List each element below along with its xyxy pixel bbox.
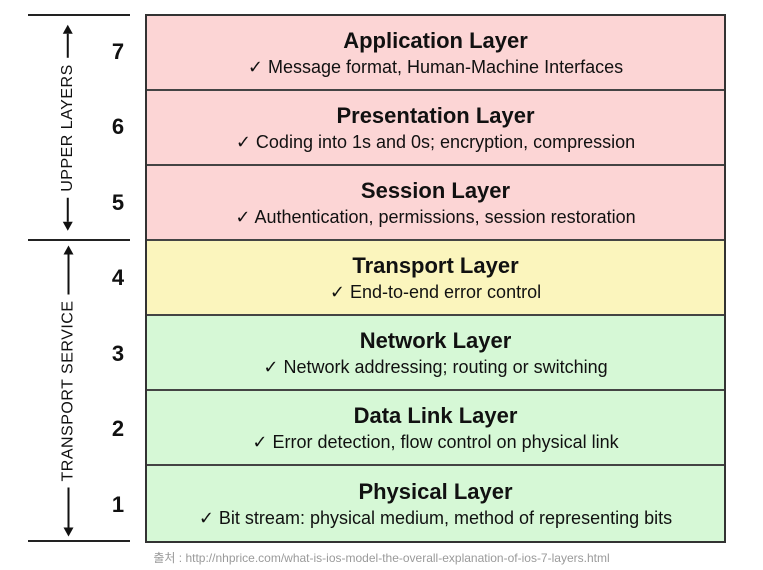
layer-description: ✓ Coding into 1s and 0s; encryption, com… bbox=[235, 131, 636, 152]
transport-service-label: TRANSPORT SERVICE bbox=[59, 300, 76, 481]
upper-layers-bracket: UPPER LAYERS bbox=[48, 18, 88, 237]
upper-layers-label: UPPER LAYERS bbox=[59, 63, 76, 192]
layer-number-2: 2 bbox=[111, 416, 125, 441]
network-layer: Network Layer ✓ Network addressing; rout… bbox=[147, 316, 724, 391]
arrow-line bbox=[67, 487, 69, 527]
layer-title: Transport Layer bbox=[352, 252, 519, 278]
physical-layer: Physical Layer ✓ Bit stream: physical me… bbox=[147, 466, 724, 541]
layer-title: Data Link Layer bbox=[353, 402, 518, 428]
layer-description: ✓ End-to-end error control bbox=[329, 281, 542, 302]
osi-layer-stack: Application Layer ✓ Message format, Huma… bbox=[145, 14, 726, 543]
layer-description: ✓ Message format, Human-Machine Interfac… bbox=[247, 56, 624, 77]
layer-number-6: 6 bbox=[111, 114, 125, 139]
session-layer: Session Layer ✓ Authentication, permissi… bbox=[147, 166, 724, 241]
layer-number-1: 1 bbox=[111, 492, 125, 517]
layer-title: Application Layer bbox=[343, 27, 528, 53]
arrow-head-down-icon bbox=[63, 527, 73, 536]
layer-title: Session Layer bbox=[360, 177, 511, 203]
layer-description: ✓ Network addressing; routing or switchi… bbox=[263, 356, 608, 377]
layer-description: ✓ Authentication, permissions, session r… bbox=[235, 206, 636, 227]
application-layer: Application Layer ✓ Message format, Huma… bbox=[147, 16, 724, 91]
layer-description: ✓ Bit stream: physical medium, method of… bbox=[198, 507, 673, 528]
layer-title: Physical Layer bbox=[358, 478, 513, 504]
layer-number-3: 3 bbox=[111, 341, 125, 366]
arrow-line bbox=[67, 33, 69, 58]
source-caption: 출처 : http://nhprice.com/what-is-ios-mode… bbox=[153, 551, 610, 565]
data-link-layer: Data Link Layer ✓ Error detection, flow … bbox=[147, 391, 724, 466]
transport-service-bracket: TRANSPORT SERVICE bbox=[48, 243, 88, 538]
layer-number-7: 7 bbox=[111, 39, 125, 64]
arrow-head-down-icon bbox=[63, 221, 73, 231]
bracket-top-line bbox=[28, 14, 130, 16]
layer-title: Network Layer bbox=[359, 327, 512, 353]
bracket-bottom-line bbox=[28, 540, 130, 542]
layer-number-4: 4 bbox=[111, 265, 125, 290]
transport-layer: Transport Layer ✓ End-to-end error contr… bbox=[147, 241, 724, 316]
arrow-line bbox=[67, 197, 69, 222]
arrow-line bbox=[67, 254, 69, 294]
layer-title: Presentation Layer bbox=[336, 102, 535, 128]
bracket-middle-line bbox=[28, 239, 130, 241]
arrow-head-up-icon bbox=[63, 24, 73, 34]
arrow-head-up-icon bbox=[63, 245, 73, 254]
layer-description: ✓ Error detection, flow control on physi… bbox=[252, 431, 619, 452]
layer-number-5: 5 bbox=[111, 190, 125, 215]
presentation-layer: Presentation Layer ✓ Coding into 1s and … bbox=[147, 91, 724, 166]
